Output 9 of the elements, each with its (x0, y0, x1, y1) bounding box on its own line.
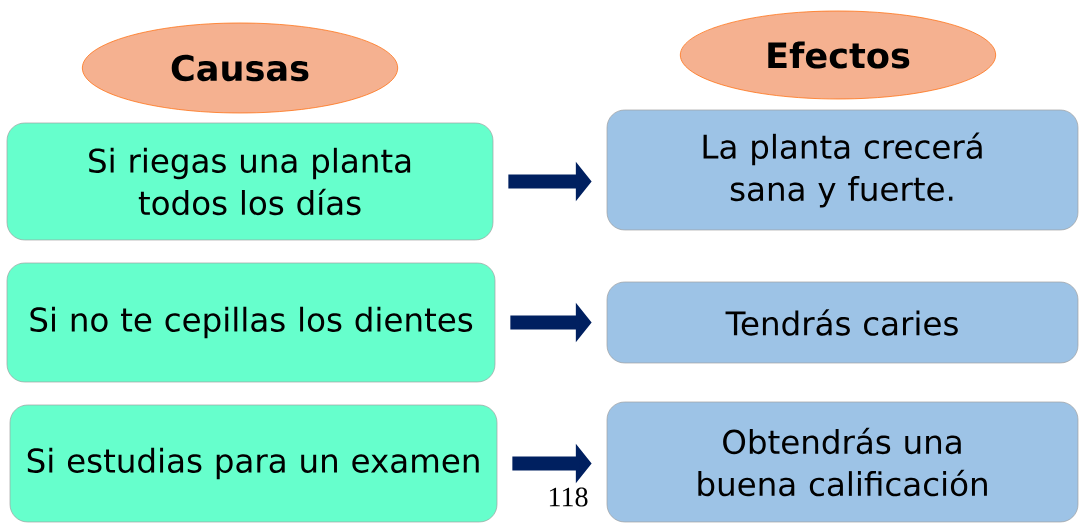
effect-box: Obtendrás una buena calificación (606, 401, 1079, 523)
effect-box: Tendrás caries (606, 281, 1079, 364)
page-number: 118 (549, 487, 588, 507)
ellipse-label: Causas (82, 22, 399, 114)
effect-box: La planta crecerá sana y fuerte. (606, 109, 1079, 231)
cause-box: Si riegas una planta todos los días (6, 122, 494, 241)
cause-box: Si estudias para un examen (9, 404, 498, 523)
cause-box: Si no te cepillas los dientes (6, 262, 496, 383)
ellipse-label: Efectos (679, 10, 997, 100)
